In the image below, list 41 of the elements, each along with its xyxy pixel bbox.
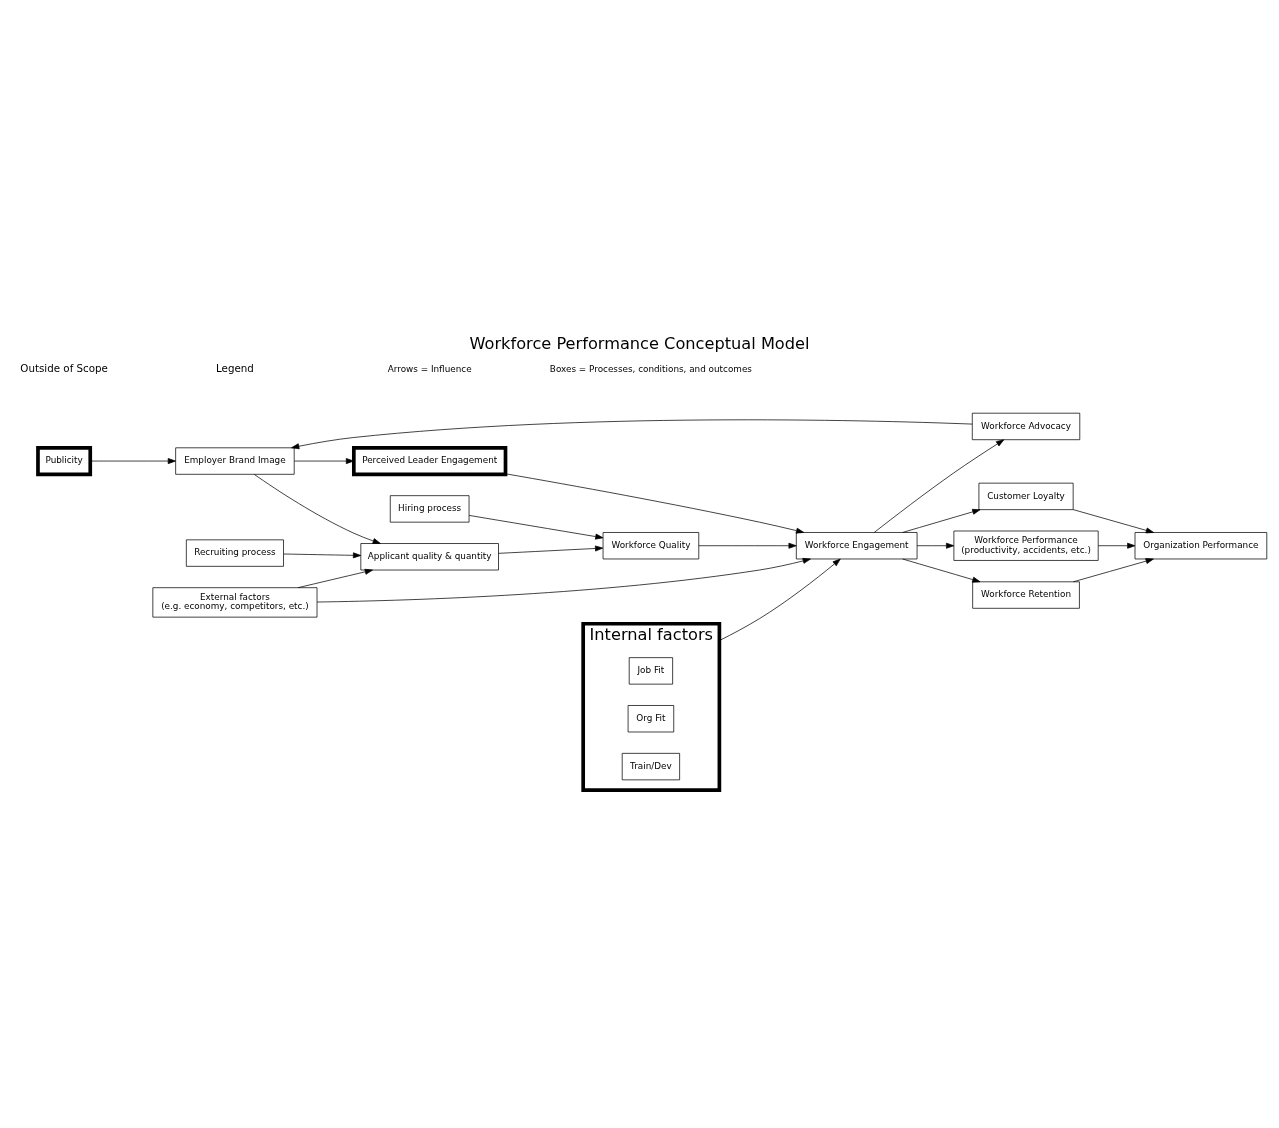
arrow [1073,557,1154,582]
arrow [1097,542,1136,549]
node-box: Org Fit [627,704,675,732]
arrow [505,472,805,534]
arrow [916,542,955,549]
node-box: Customer Loyalty [978,482,1074,510]
node-box: Workforce Advocacy [971,412,1081,440]
node-box: Organization Performance [1134,531,1268,559]
arrow [316,557,811,602]
label: Legend [216,361,254,374]
diagram-title: Workforce Performance Conceptual Model [469,333,810,353]
node-box: Workforce Performance (productivity, accidents, etc.) [953,530,1099,561]
node-box: Workforce Retention [972,580,1080,609]
node-box: Employer Brand Image [175,446,295,475]
arrow [297,568,373,588]
arrow [719,558,841,641]
arrow [698,542,797,549]
node-box: Publicity [36,445,93,476]
arrow [468,514,604,539]
node-box: Applicant quality & quantity [360,542,499,570]
arrow [498,545,604,554]
arrow [902,558,981,582]
node-box: External factors (e.g. economy, competitors, etc.) [152,586,318,617]
node-box: Recruiting process [185,538,284,567]
legend-label: Boxes = Processes, conditions, and outcomes [549,363,752,374]
arrow [294,457,354,464]
legend-label: Arrows = Influence [387,363,472,374]
arrow [902,508,981,533]
node-box: Hiring process [389,494,470,523]
node-box: Workforce Engagement [795,531,918,559]
arrow [291,418,973,449]
arrow [253,473,381,544]
arrow [1072,508,1154,533]
arrow [873,439,1005,533]
node-box: Perceived Leader Engagement [352,445,508,476]
arrow [283,551,362,558]
node-box: Train/Dev [621,752,680,780]
node-box: Workforce Quality [602,531,700,559]
label: Outside of Scope [20,361,108,374]
arrow [90,457,176,464]
node-box: Job Fit [628,656,673,684]
